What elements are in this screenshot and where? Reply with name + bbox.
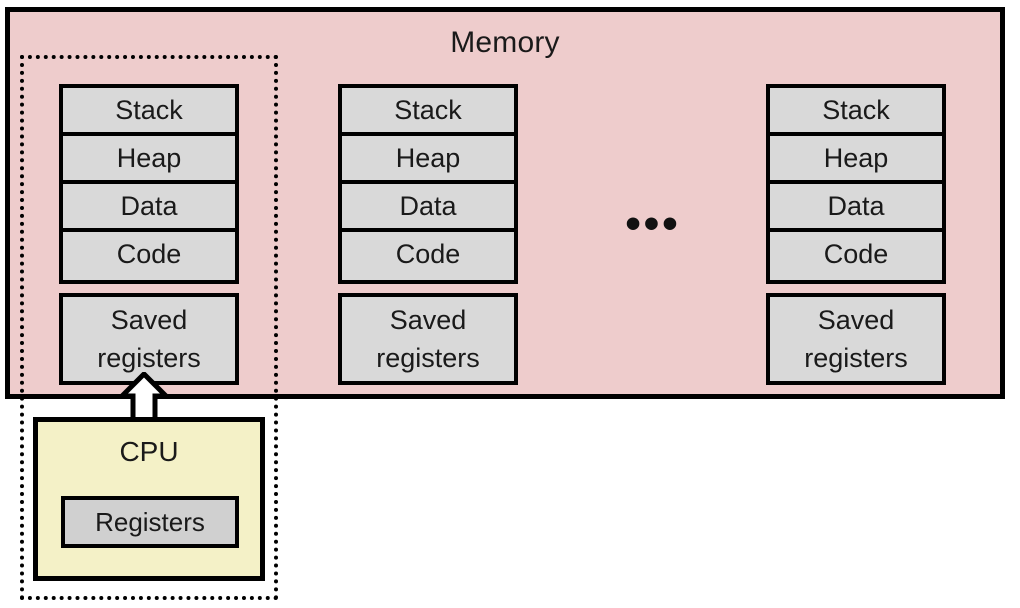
- segment-stack-2: Stack: [342, 88, 514, 136]
- saved-registers-line2-1: registers: [97, 343, 201, 373]
- segment-code-1: Code: [63, 232, 235, 280]
- process-column-n: Stack Heap Data Code Saved registers: [766, 84, 946, 385]
- saved-registers-line1-1: Saved: [110, 305, 188, 335]
- address-space-segments-2: Stack Heap Data Code: [338, 84, 518, 284]
- saved-registers-line2-n: registers: [804, 343, 908, 373]
- segment-data-2: Data: [342, 184, 514, 232]
- ellipsis-more-processes: •••: [625, 199, 681, 248]
- memory-title: Memory: [450, 26, 560, 59]
- saved-registers-box-1: Saved registers: [59, 293, 239, 385]
- saved-registers-line1-n: Saved: [817, 305, 895, 335]
- process-column-2: Stack Heap Data Code Saved registers: [338, 84, 518, 385]
- segment-stack-n: Stack: [770, 88, 942, 136]
- saved-registers-line1-2: Saved: [389, 305, 467, 335]
- segment-code-n: Code: [770, 232, 942, 280]
- cpu-label: CPU: [119, 436, 179, 467]
- segment-code-2: Code: [342, 232, 514, 280]
- cpu-box: CPU Registers: [33, 417, 265, 581]
- address-space-segments-1: Stack Heap Data Code: [59, 84, 239, 284]
- saved-registers-line2-2: registers: [376, 343, 480, 373]
- segment-heap-1: Heap: [63, 136, 235, 184]
- process-column-1: Stack Heap Data Code Saved registers: [59, 84, 239, 385]
- address-space-segments-n: Stack Heap Data Code: [766, 84, 946, 284]
- segment-data-1: Data: [63, 184, 235, 232]
- cpu-registers-box: Registers: [61, 496, 239, 548]
- segment-data-n: Data: [770, 184, 942, 232]
- saved-registers-box-n: Saved registers: [766, 293, 946, 385]
- segment-heap-2: Heap: [342, 136, 514, 184]
- memory-region: Memory Stack Heap Data Code Saved regist…: [5, 7, 1005, 399]
- segment-heap-n: Heap: [770, 136, 942, 184]
- segment-stack-1: Stack: [63, 88, 235, 136]
- saved-registers-box-2: Saved registers: [338, 293, 518, 385]
